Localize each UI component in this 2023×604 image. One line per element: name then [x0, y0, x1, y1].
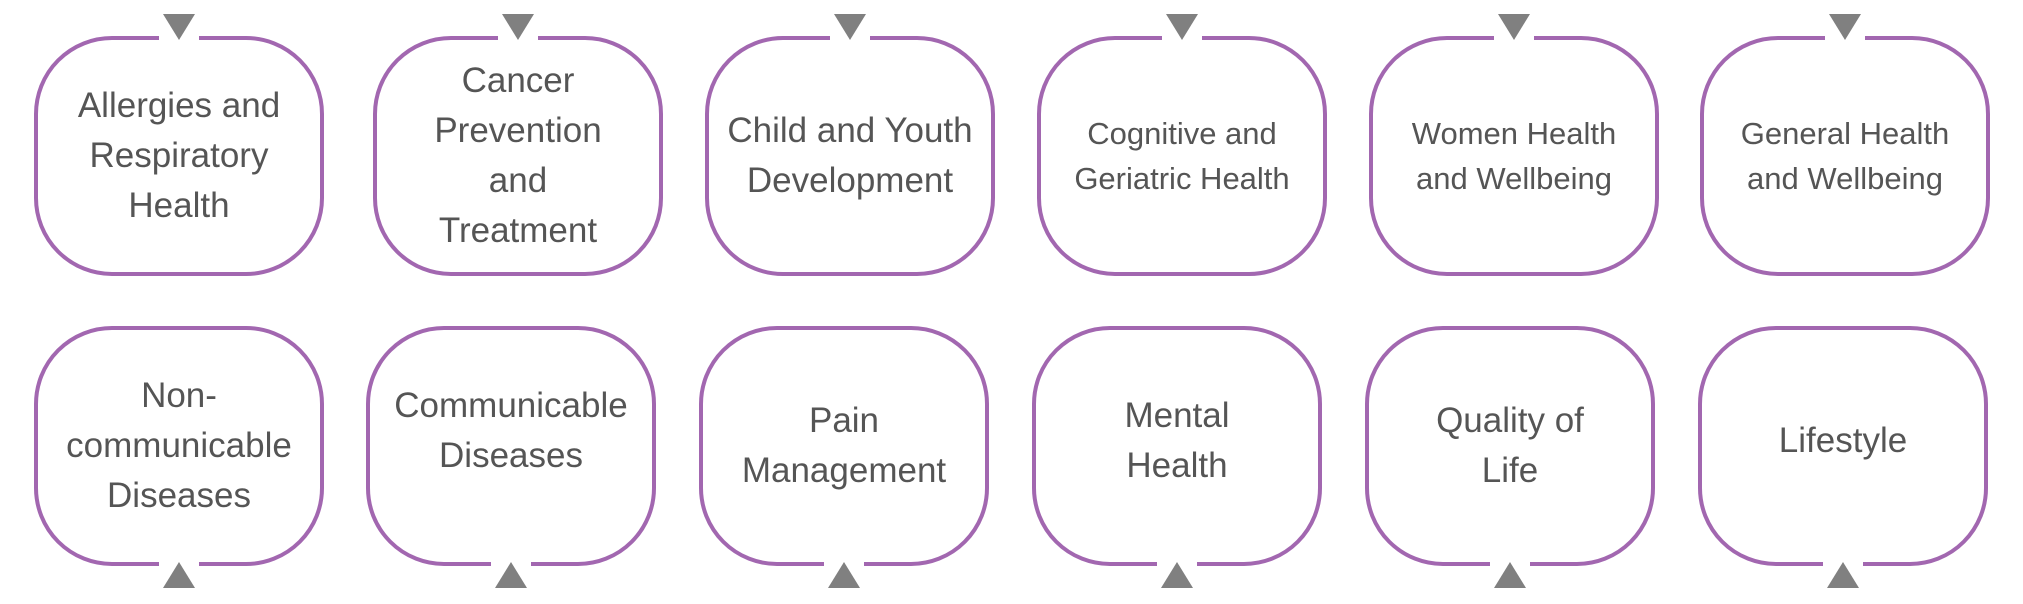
- topic-label: Cognitive and Geriatric Health: [1074, 116, 1290, 196]
- topic-card-child-youth: Child and Youth Development: [705, 14, 995, 276]
- topic-card-women-health: Women Health and Wellbeing: [1369, 14, 1659, 276]
- arrow-down-icon: [834, 14, 866, 40]
- topic-card-lifestyle: Lifestyle: [1698, 326, 1988, 588]
- topic-card-non-communicable: Non-communicable Diseases: [34, 326, 324, 588]
- topic-label: Cancer Prevention and Treatment: [434, 61, 602, 250]
- topic-label: Child and Youth Development: [727, 111, 973, 200]
- topic-label: Mental Health: [1124, 396, 1230, 485]
- topic-card-allergies-respiratory: Allergies and Respiratory Health: [34, 14, 324, 276]
- arrow-up-icon: [1161, 562, 1193, 588]
- topic-card-cognitive-geriatric: Cognitive and Geriatric Health: [1037, 14, 1327, 276]
- topic-label: Non-communicable Diseases: [66, 376, 292, 515]
- topic-label: Communicable Diseases: [394, 386, 628, 475]
- arrow-up-icon: [828, 562, 860, 588]
- topic-card-mental-health: Mental Health: [1032, 326, 1322, 588]
- topic-card-pain-management: Pain Management: [699, 326, 989, 588]
- arrow-down-icon: [1166, 14, 1198, 40]
- topic-card-general-health: General Health and Wellbeing: [1700, 14, 1990, 276]
- arrow-up-icon: [1494, 562, 1526, 588]
- topic-card-cancer: Cancer Prevention and Treatment: [373, 14, 663, 276]
- topic-card-quality-of-life: Quality of Life: [1365, 326, 1655, 588]
- topic-card-communicable: Communicable Diseases: [366, 326, 656, 588]
- topic-label: Quality of Life: [1436, 401, 1584, 490]
- arrow-up-icon: [495, 562, 527, 588]
- arrow-up-icon: [1827, 562, 1859, 588]
- topic-label: Lifestyle: [1778, 421, 1908, 460]
- topic-label: Allergies and Respiratory Health: [77, 86, 281, 225]
- arrow-up-icon: [163, 562, 195, 588]
- topic-label: Pain Management: [741, 401, 947, 490]
- topic-label: Women Health and Wellbeing: [1411, 116, 1617, 196]
- topic-label: General Health and Wellbeing: [1740, 116, 1950, 196]
- arrow-down-icon: [163, 14, 195, 40]
- arrow-down-icon: [1829, 14, 1861, 40]
- arrow-down-icon: [502, 14, 534, 40]
- arrow-down-icon: [1498, 14, 1530, 40]
